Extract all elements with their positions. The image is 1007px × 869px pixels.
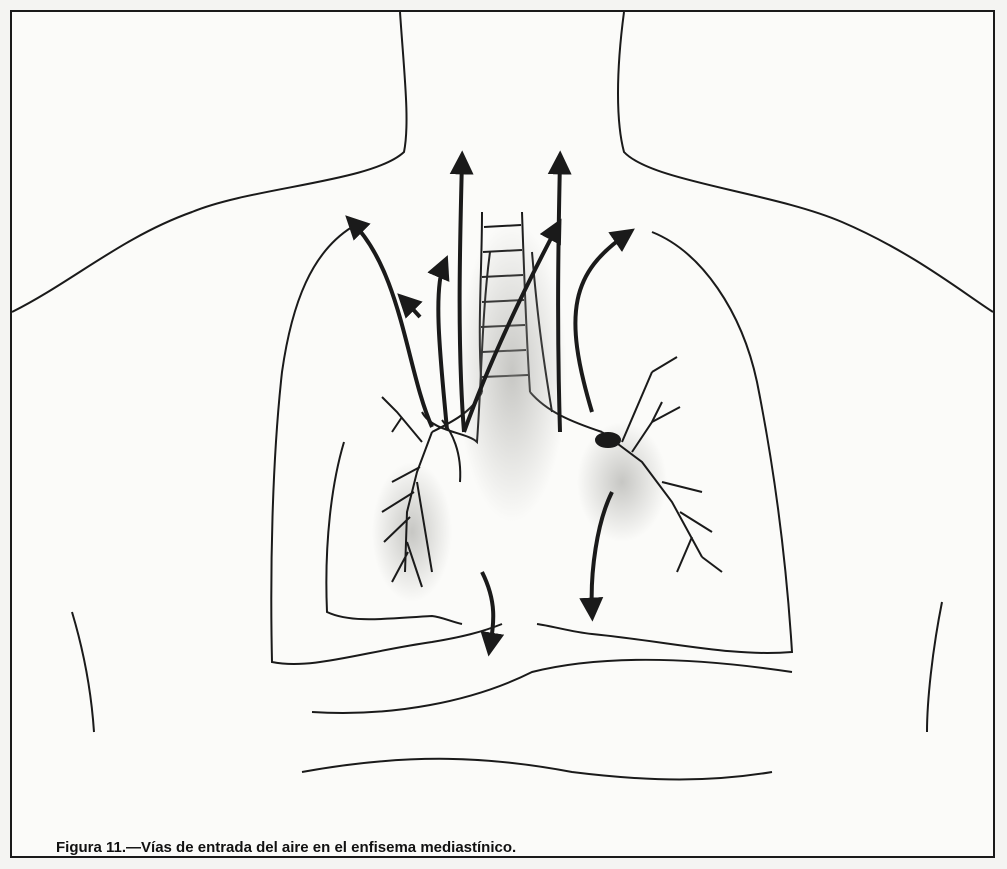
figure-frame: Figura 11.—Vías de entrada del aire en e…	[10, 10, 995, 858]
mediastinal-shading	[372, 222, 667, 602]
diaphragm	[302, 660, 792, 780]
curved-arrow-icon	[575, 234, 627, 412]
upward-arrow-icon	[460, 160, 464, 432]
curved-arrow-icon	[438, 264, 447, 430]
figure-caption: Figura 11.—Vías de entrada del aire en e…	[56, 839, 516, 856]
curved-arrow-icon	[404, 300, 420, 317]
downward-arrow-icon	[482, 572, 493, 647]
curved-arrow-icon	[352, 222, 432, 427]
mediastinal-emphysema-illustration	[12, 12, 993, 856]
upward-arrow-icon	[558, 160, 560, 432]
